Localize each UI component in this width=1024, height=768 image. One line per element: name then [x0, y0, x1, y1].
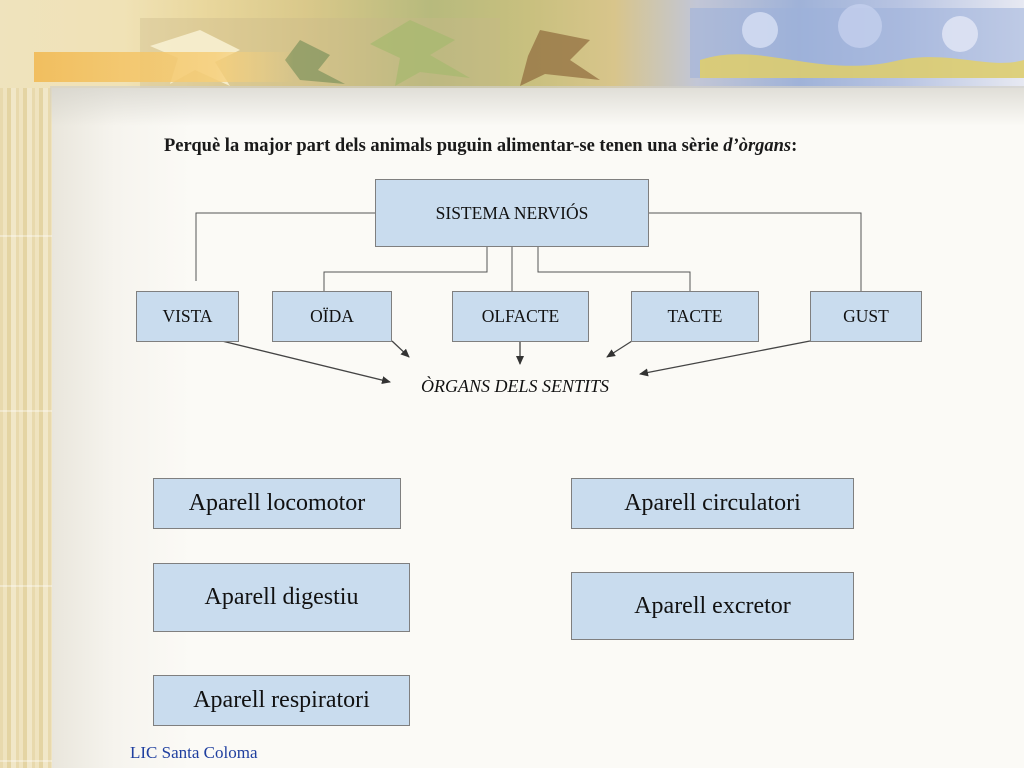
line-root-oida	[323, 247, 488, 291]
node-oida: OÏDA	[272, 291, 392, 342]
banner-orange-band	[34, 52, 294, 82]
title-prefix: Perquè la major part dels animals puguin…	[164, 136, 724, 156]
aparell-respiratori-box: Aparell respiratori	[153, 675, 410, 726]
arrow-tacte	[606, 340, 633, 358]
banner-shadow	[50, 86, 1024, 126]
node-sistema-nervios: SISTEMA NERVIÓS	[375, 179, 649, 247]
arrow-vista	[221, 340, 391, 384]
node-sistema-nervios-label: SISTEMA NERVIÓS	[435, 202, 589, 223]
aparell-respiratori-label: Aparell respiratori	[193, 687, 370, 713]
footer-text: LIC Santa Coloma	[130, 743, 258, 762]
node-tacte: TACTE	[631, 291, 759, 342]
slide-title: Perquè la major part dels animals puguin…	[164, 136, 984, 157]
node-oida-label: OÏDA	[310, 306, 354, 326]
aparell-circulatori-label: Aparell circulatori	[624, 490, 801, 516]
node-gust: GUST	[810, 291, 922, 342]
left-texture-strip	[0, 0, 52, 768]
aparell-digestiu-label: Aparell digestiu	[204, 584, 359, 610]
title-suffix: :	[791, 136, 798, 156]
arrow-lines	[221, 340, 811, 384]
tree-lines	[195, 212, 862, 291]
aparell-excretor-box: Aparell excretor	[571, 572, 854, 640]
node-olfacte: OLFACTE	[452, 291, 589, 342]
organs-dels-sentits-label: ÒRGANS DELS SENTITS	[420, 376, 609, 396]
aparell-locomotor-box: Aparell locomotor	[153, 478, 401, 529]
arrow-oida	[391, 340, 410, 358]
aparell-excretor-label: Aparell excretor	[634, 592, 791, 619]
node-tacte-label: TACTE	[667, 306, 723, 326]
arrow-gust	[639, 340, 811, 377]
title-emphasis: d’òrgans	[723, 136, 792, 156]
line-root-tacte	[537, 247, 691, 291]
node-vista-label: VISTA	[162, 306, 213, 326]
node-vista: VISTA	[136, 291, 239, 342]
aparell-locomotor-label: Aparell locomotor	[188, 490, 366, 516]
node-olfacte-label: OLFACTE	[481, 306, 560, 326]
aparell-digestiu-box: Aparell digestiu	[153, 563, 410, 632]
line-root-vista	[195, 212, 376, 281]
left-shadow	[52, 0, 192, 768]
node-gust-label: GUST	[843, 306, 889, 326]
line-root-gust	[648, 212, 862, 291]
aparell-circulatori-box: Aparell circulatori	[571, 478, 854, 529]
